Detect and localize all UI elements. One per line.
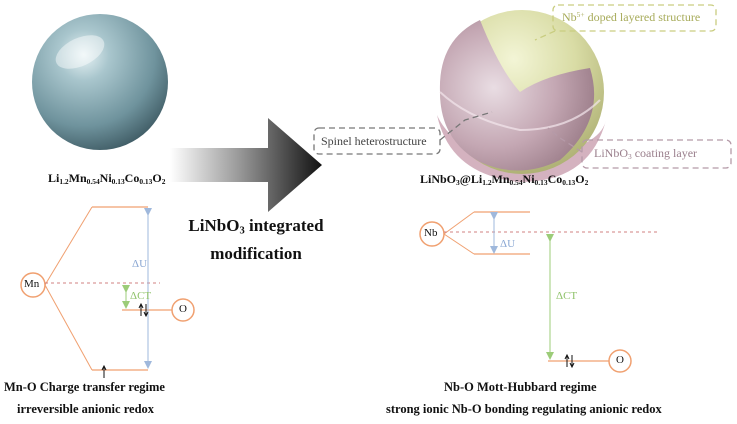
o-node-left (171, 298, 195, 322)
callout-doped-label: Nb5+ doped layered structure (562, 9, 701, 24)
callout-spinel-label: Spinel heterostructure (321, 134, 427, 148)
callout-coating-label: LiNbO3 coating layer (594, 146, 698, 161)
callout-coating-box (581, 139, 732, 169)
left-regime-subtitle: irreversible anionic redox (17, 402, 155, 416)
coated-particle-sphere (437, 10, 606, 182)
o-label-right: O (616, 354, 624, 366)
modification-label: LiNbO3 integrated modification (188, 216, 324, 263)
nb-o-energy-diagram (419, 211, 660, 373)
mn-o-energy-diagram (20, 206, 195, 378)
nb-label: Nb (424, 227, 438, 239)
delta-u-right: ΔU (500, 238, 516, 250)
callout-spinel-box (313, 127, 441, 155)
pristine-particle-sphere (32, 14, 168, 150)
pristine-formula: Li1.2Mn0.54Ni0.13Co0.13O2 (48, 171, 166, 186)
process-arrow (170, 118, 322, 212)
mn-label: Mn (24, 278, 40, 290)
coated-formula: LiNbO3@Li1.2Mn0.54Ni0.13Co0.13O2 (420, 172, 589, 187)
right-regime-title: Nb-O Mott-Hubbard regime (444, 380, 597, 394)
delta-u-left: ΔU (132, 258, 148, 270)
delta-ct-left: ΔCT (130, 290, 152, 302)
callout-doped-box (552, 4, 717, 32)
left-regime-title: Mn-O Charge transfer regime (4, 380, 165, 394)
delta-ct-right: ΔCT (556, 290, 578, 302)
o-node-right (608, 349, 632, 373)
o-label-left: O (179, 303, 187, 315)
right-regime-subtitle: strong ionic Nb-O bonding regulating ani… (386, 402, 662, 416)
